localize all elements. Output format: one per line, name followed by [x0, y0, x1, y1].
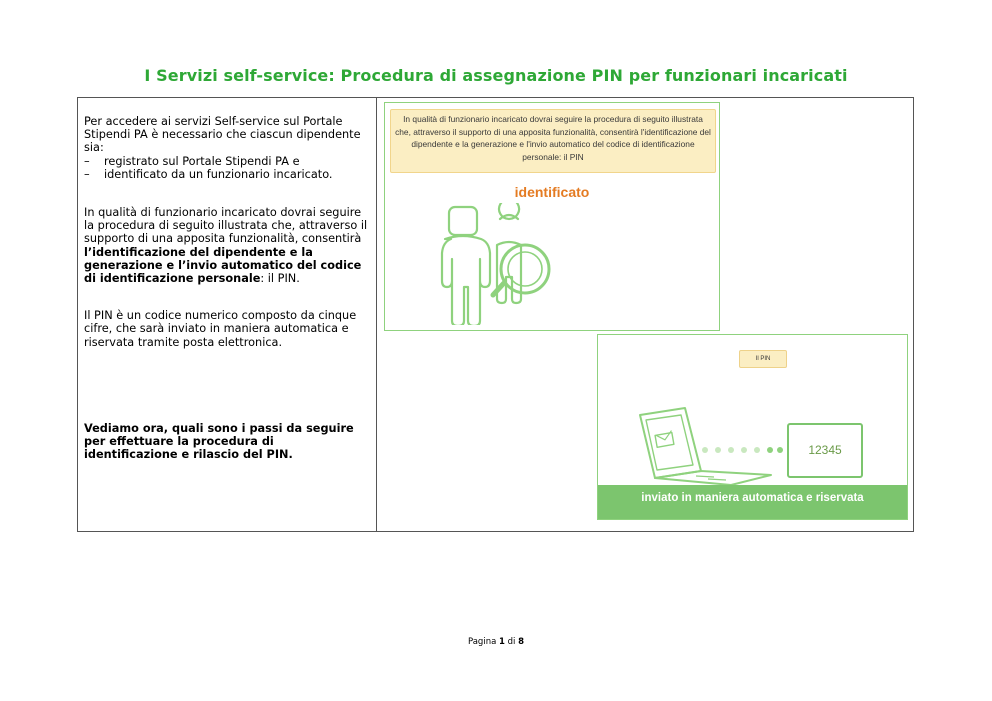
laptop-email-illustration	[639, 407, 783, 486]
requirement-item-2: identificato da un funzionario incaricat…	[84, 168, 369, 181]
caption-band	[598, 485, 907, 519]
delivery-caption: inviato in maniera automatica e riservat…	[641, 492, 864, 504]
current-page-number: 1	[499, 637, 505, 647]
page-footer: Pagina 1 di 8	[0, 637, 992, 647]
text-column: Per accedere ai servizi Self-service sul…	[84, 115, 369, 461]
intro-paragraph: Per accedere ai servizi Self-service sul…	[84, 115, 361, 155]
procedure-text-end: : il PIN.	[260, 272, 300, 286]
content-table: Per accedere ai servizi Self-service sul…	[77, 97, 914, 532]
requirements-list: registrato sul Portale Stipendi PA e ide…	[84, 155, 369, 182]
pin-delivery-slide: Il PIN	[597, 334, 908, 520]
procedure-text-bold: l’identificazione del dipendente e la ge…	[84, 245, 362, 286]
footer-of: di	[504, 637, 519, 647]
total-pages-number: 8	[518, 637, 525, 647]
pin-code-box: 12345	[787, 423, 863, 478]
identification-slide: In qualità di funzionario incaricato dov…	[384, 102, 720, 331]
procedure-note-box: In qualità di funzionario incaricato dov…	[390, 109, 716, 173]
column-divider	[376, 98, 377, 531]
identified-label: identificato	[514, 184, 590, 200]
pin-code-value: 12345	[808, 443, 842, 457]
footer-prefix: Pagina	[467, 637, 499, 647]
page-title: I Servizi self-service: Procedura di ass…	[144, 66, 848, 85]
procedure-paragraph: In qualità di funzionario incaricato dov…	[84, 206, 369, 285]
people-magnifier-illustration	[440, 203, 551, 325]
requirement-item-1: registrato sul Portale Stipendi PA e	[84, 155, 369, 168]
procedure-text-start: In qualità di funzionario incaricato dov…	[84, 206, 368, 246]
next-steps-paragraph: Vediamo ora, quali sono i passi da segui…	[84, 421, 354, 462]
pin-paragraph: Il PIN è un codice numerico composto da …	[84, 309, 357, 349]
pin-tag-label: Il PIN	[739, 350, 787, 368]
